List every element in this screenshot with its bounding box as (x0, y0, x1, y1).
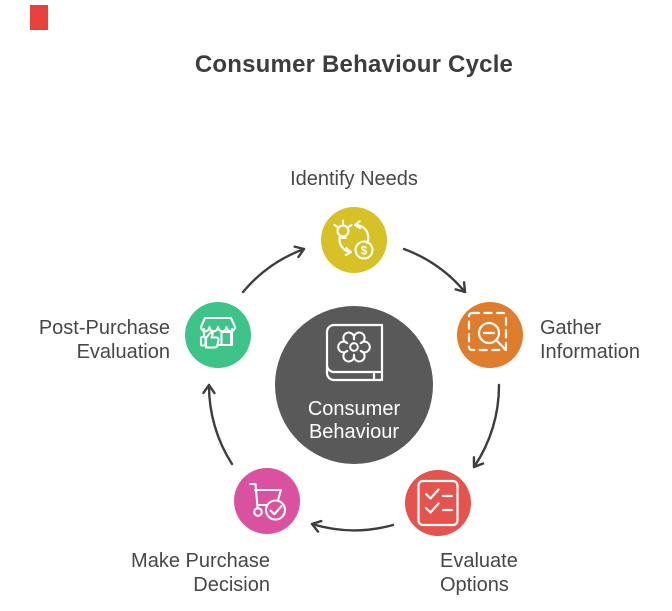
make-purchase-label-line1: Make Purchase (131, 550, 270, 572)
red-marker (30, 5, 48, 30)
search-region-icon (467, 311, 508, 352)
make-purchase-label: Make Purchase Decision (131, 549, 270, 597)
post-purchase-node (185, 302, 251, 368)
cycle-arrows (202, 245, 501, 533)
arrow-purchase-to-post (202, 383, 234, 466)
arrow-post-to-identify (241, 245, 306, 294)
evaluate-options-label-line1: Evaluate (440, 550, 518, 572)
gather-information-node (457, 302, 523, 368)
arrow-gather-to-evaluate (472, 383, 501, 469)
post-purchase-label: Post-Purchase Evaluation (39, 316, 170, 364)
identify-needs-node (321, 207, 387, 273)
gather-information-label-line2: Information (540, 341, 641, 363)
make-purchase-node (234, 468, 300, 534)
make-purchase-label-line2: Decision (193, 574, 270, 596)
post-purchase-label-line1: Post-Purchase (38, 317, 170, 339)
dollar-glyph: $ (361, 244, 368, 258)
identify-needs-label-line1: Identify Needs (290, 168, 418, 190)
gather-information-label: Gather Information (540, 316, 640, 364)
center-label-line1: Consumer (307, 398, 401, 420)
identify-needs-label: Identify Needs (254, 167, 454, 191)
evaluate-options-label: Evaluate Options (440, 549, 518, 597)
center-circle (275, 306, 433, 464)
page-title: Consumer Behaviour Cycle (194, 51, 514, 78)
center-label-line2: Behaviour (308, 421, 400, 443)
book-gear-icon (325, 323, 384, 382)
cart-check-icon (248, 482, 287, 521)
arrow-identify-to-gather (402, 247, 467, 294)
evaluate-options-label-line2: Options (440, 574, 509, 596)
post-purchase-label-line2: Evaluation (76, 341, 170, 363)
center-label: Consumer Behaviour (274, 398, 434, 444)
checklist-icon (417, 479, 459, 527)
idea-money-cycle-icon: $ (333, 219, 374, 260)
storefront-thumbsup-icon (199, 316, 237, 349)
gather-information-label-line1: Gather (540, 317, 602, 339)
arrow-evaluate-to-purchase (310, 519, 395, 533)
